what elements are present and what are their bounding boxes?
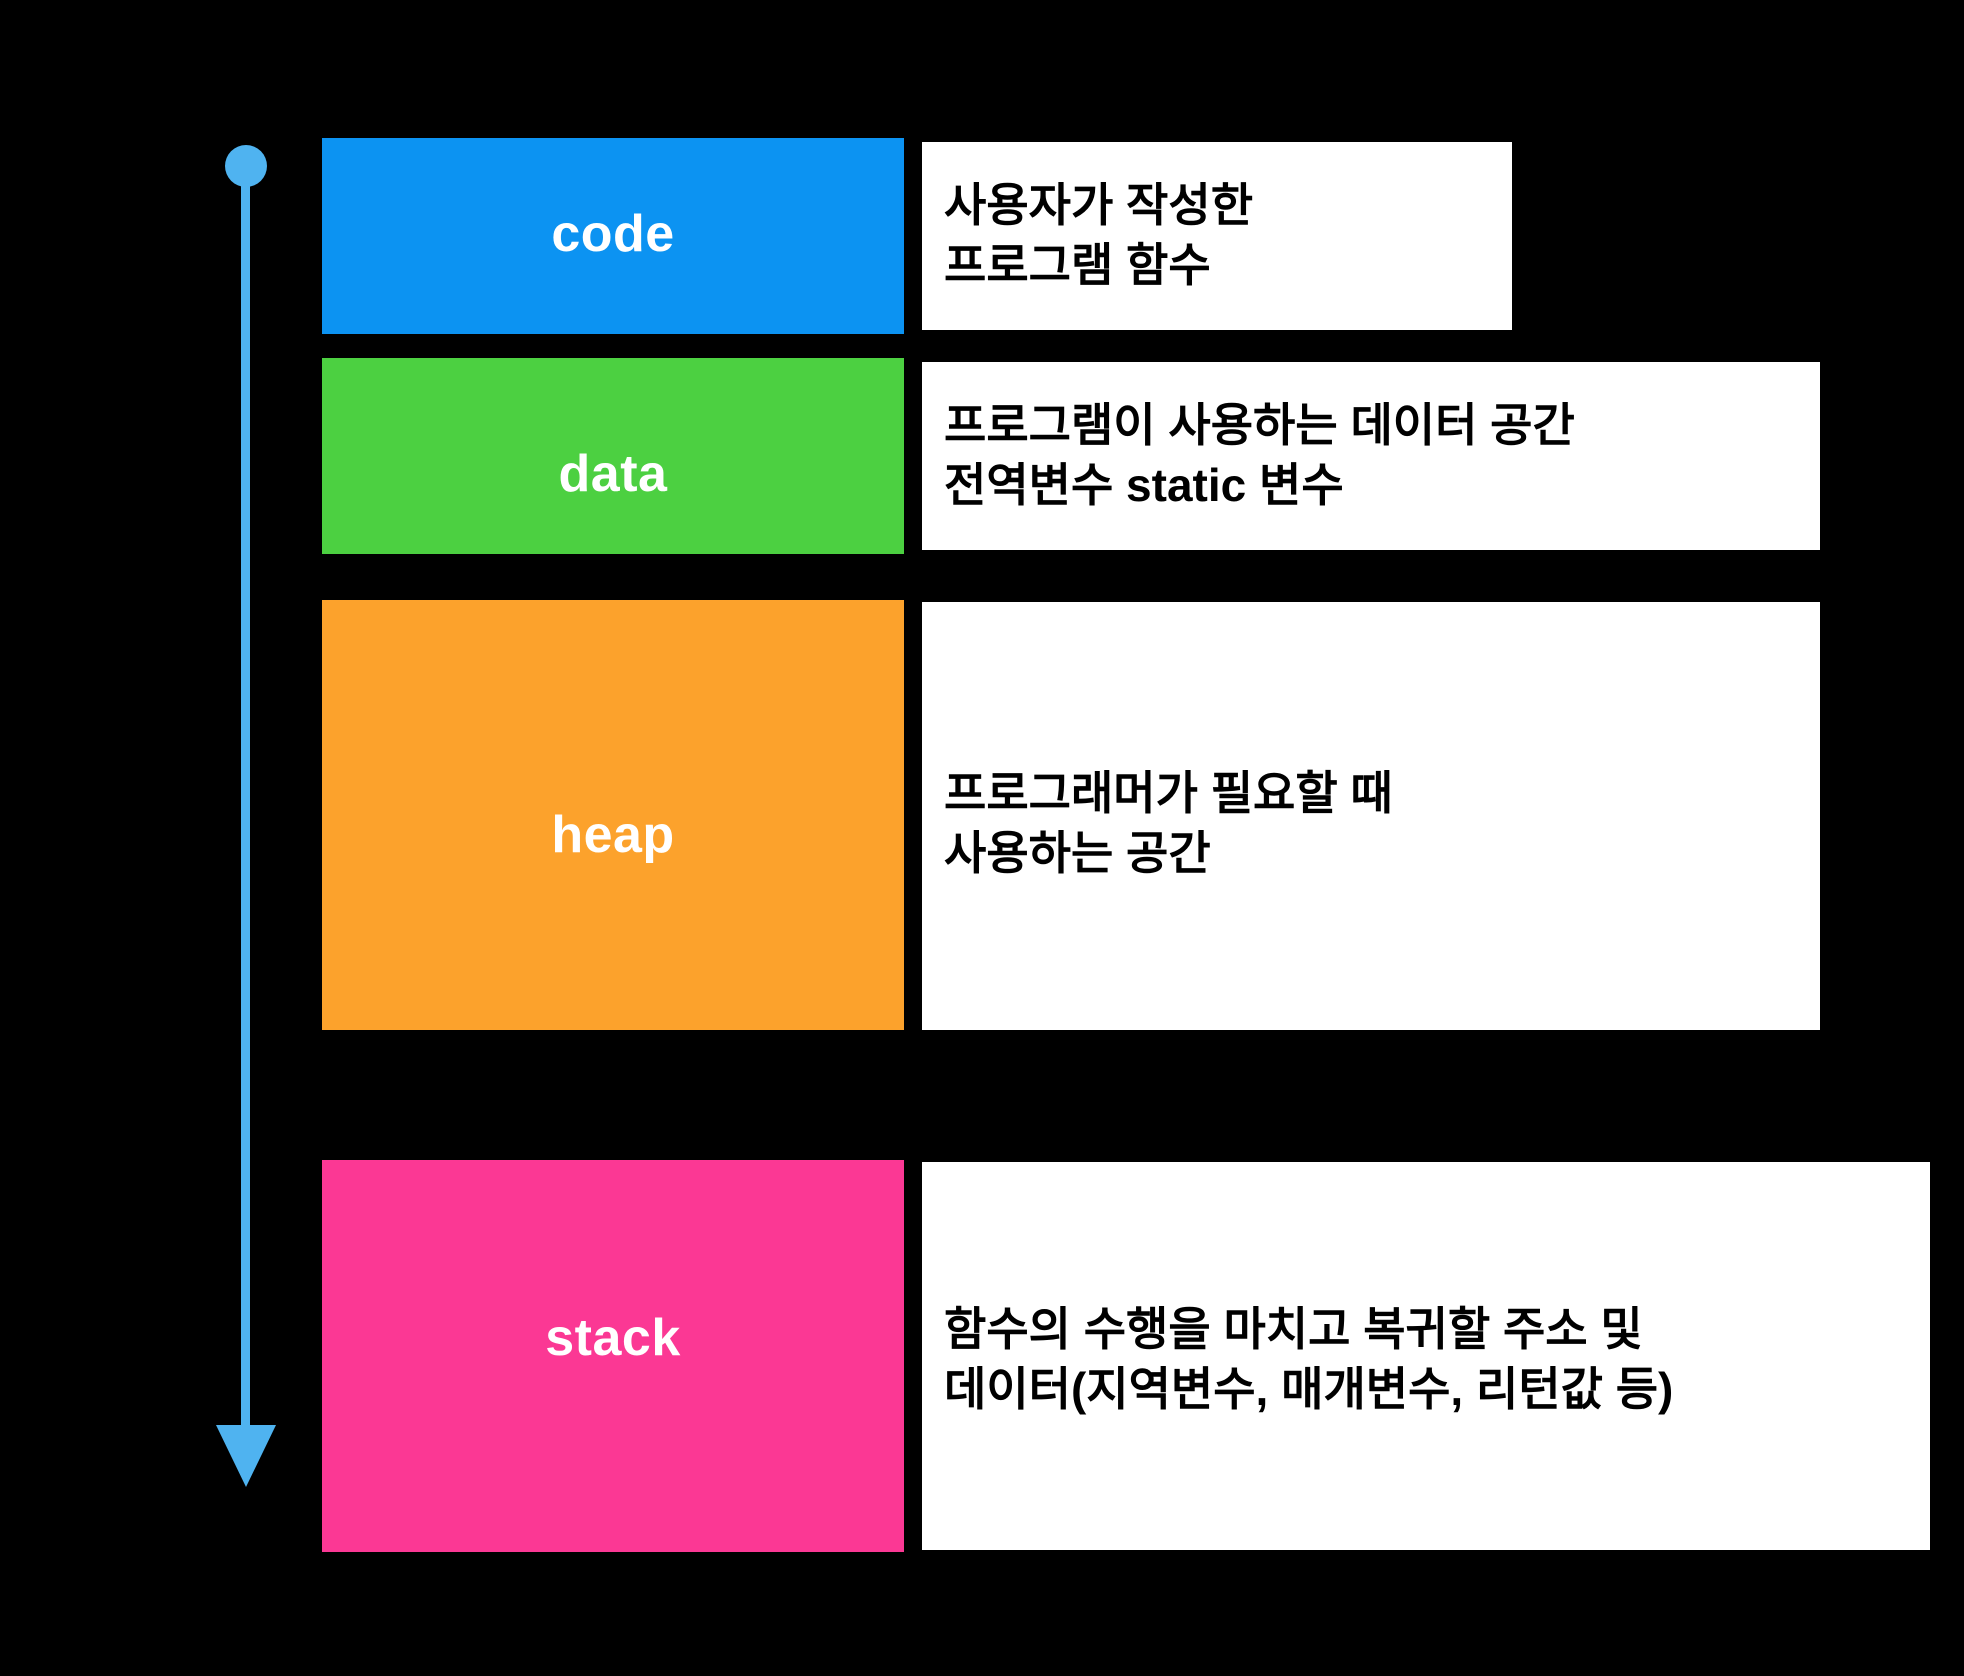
memory-description-stack-line-1: 함수의 수행을 마치고 복귀할 주소 및 [944, 1303, 1643, 1356]
memory-description-stack-line-2: 데이터(지역변수, 매개변수, 리턴값 등) [944, 1363, 1674, 1415]
memory-description-code-line-1: 사용자가 작성한 [944, 179, 1254, 232]
memory-description-heap-line-2: 사용하는 공간 [944, 827, 1211, 879]
memory-segment-data-label: data [558, 445, 668, 503]
memory-segment-data: data [322, 358, 904, 554]
memory-description-data-line-1: 프로그램이 사용하는 데이터 공간 [944, 399, 1575, 452]
memory-description-code: 사용자가 작성한 프로그램 함수 [922, 142, 1512, 330]
memory-segment-code: code [322, 138, 904, 334]
memory-segment-stack: stack [322, 1160, 904, 1552]
memory-segment-heap-label: heap [551, 806, 675, 864]
memory-description-data-line-2: 전역변수 static 변수 [944, 459, 1344, 511]
arrow-shaft-icon [241, 179, 250, 1439]
memory-segment-code-label: code [551, 205, 675, 263]
memory-segment-stack-label: stack [545, 1309, 681, 1367]
arrow-head-icon [216, 1425, 276, 1487]
memory-description-heap: 프로그래머가 필요할 때 사용하는 공간 [922, 602, 1820, 1030]
memory-description-code-line-2: 프로그램 함수 [944, 239, 1211, 291]
memory-description-data: 프로그램이 사용하는 데이터 공간 전역변수 static 변수 [922, 362, 1820, 550]
memory-segment-heap: heap [322, 600, 904, 1030]
memory-description-stack: 함수의 수행을 마치고 복귀할 주소 및 데이터(지역변수, 매개변수, 리턴값… [922, 1162, 1930, 1550]
memory-description-heap-line-1: 프로그래머가 필요할 때 [944, 767, 1393, 820]
memory-growth-arrow [216, 145, 285, 1525]
